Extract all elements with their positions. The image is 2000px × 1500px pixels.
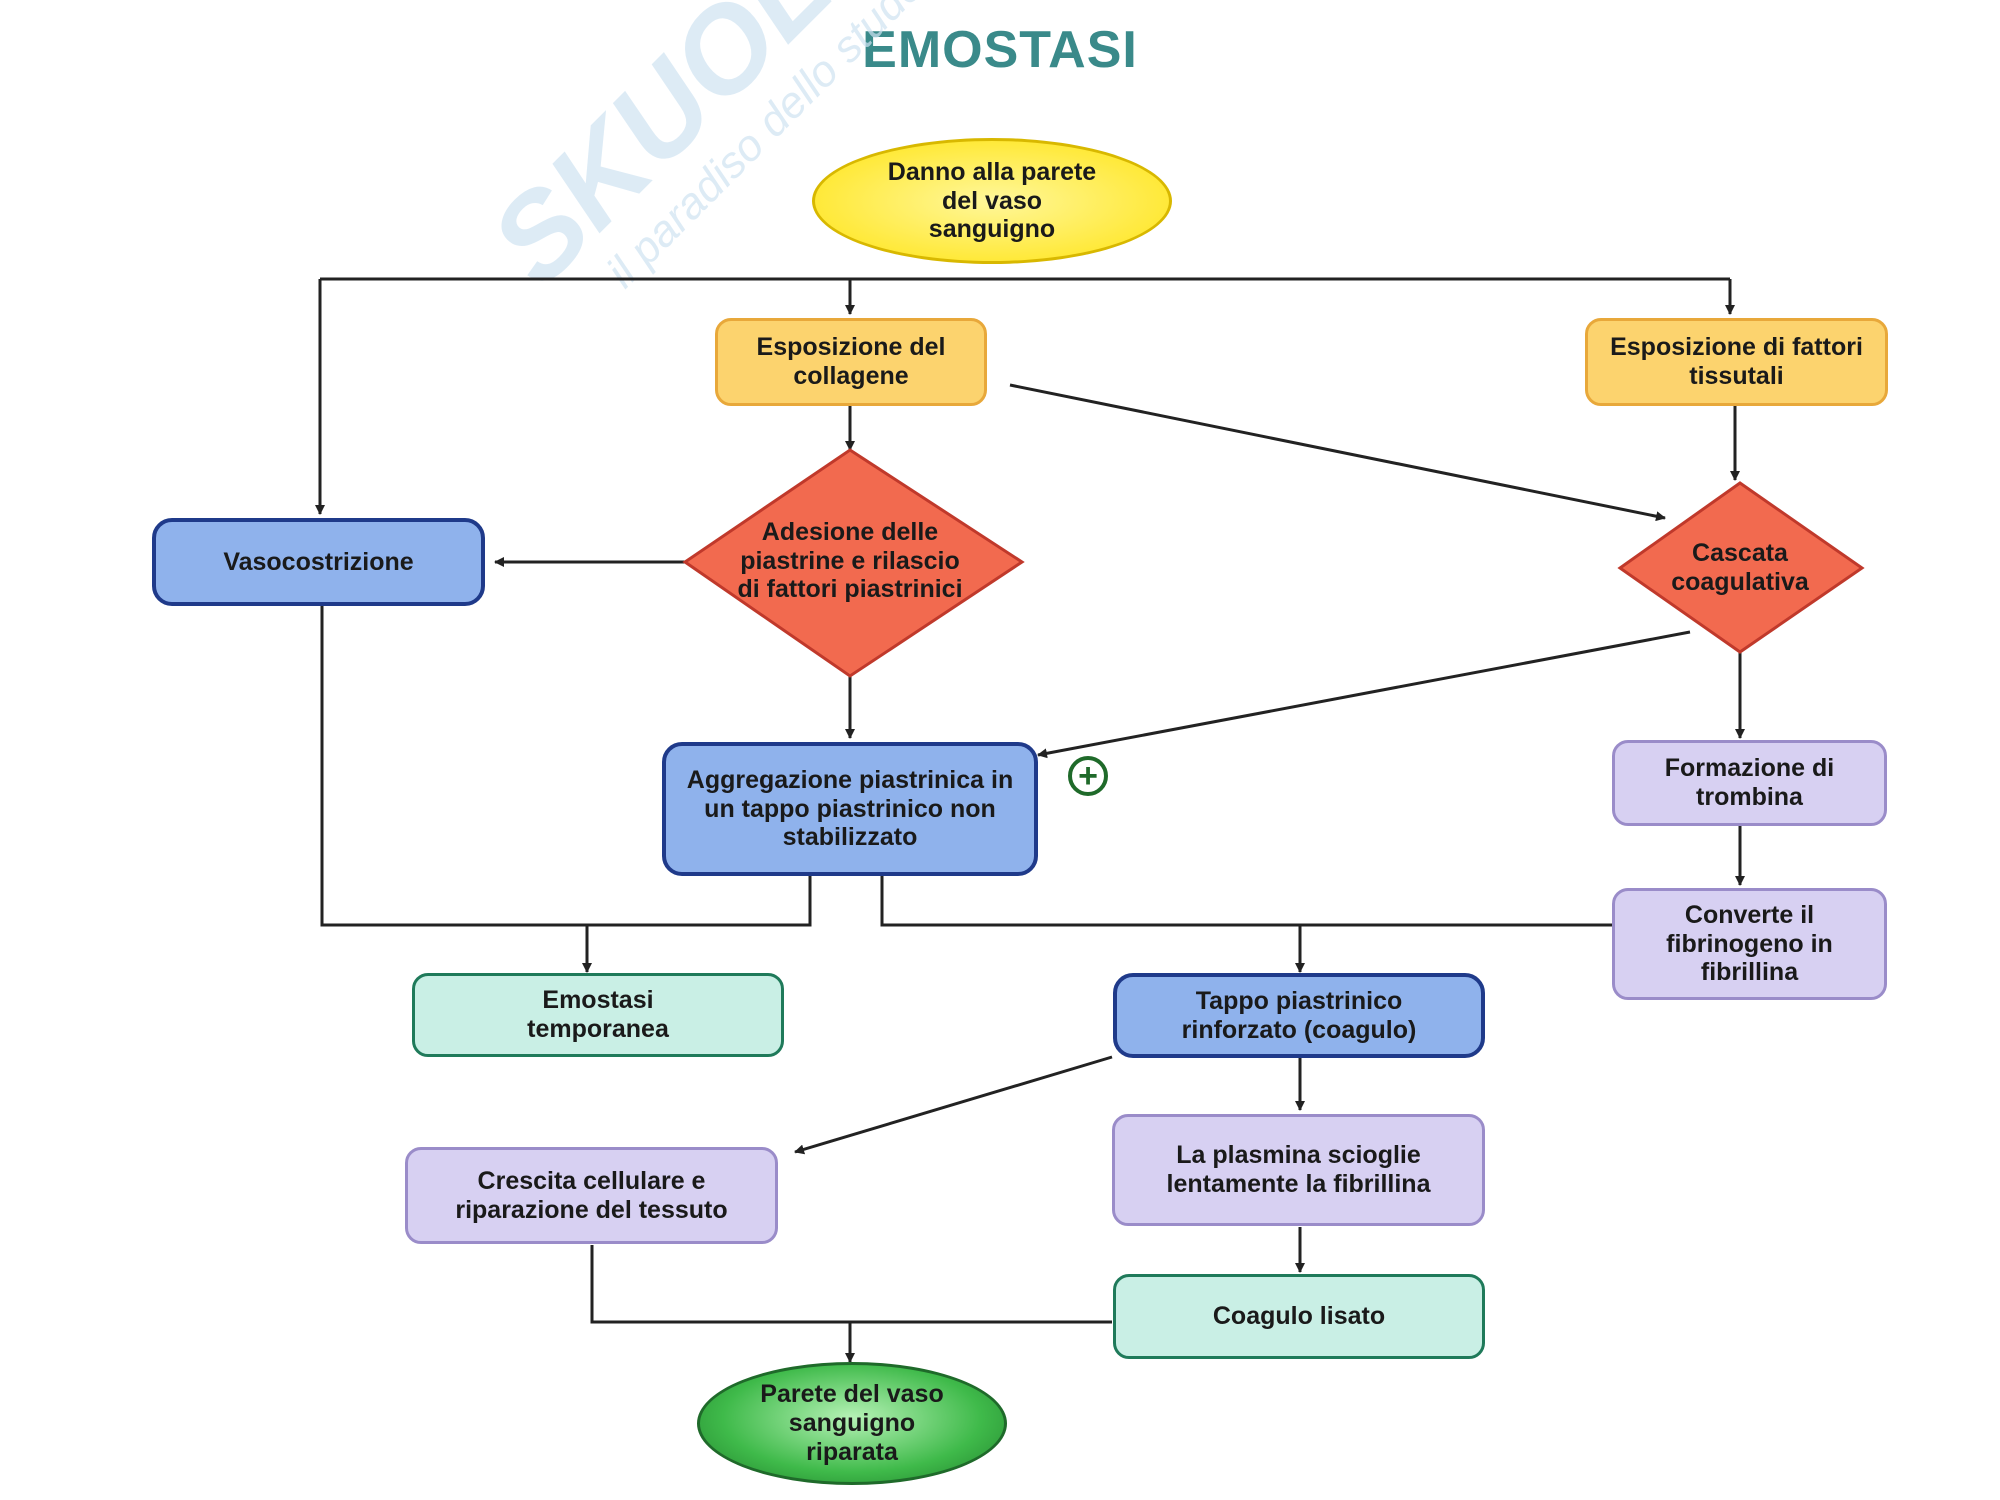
node-adesione: Adesione delle piastrine e rilascio di f… bbox=[737, 517, 963, 604]
node-emostasi-temporanea: Emostasi temporanea bbox=[412, 973, 784, 1057]
node-converte-fibrinogeno: Converte il fibrinogeno in fibrillina bbox=[1612, 888, 1887, 1000]
node-plasmina: La plasmina scioglie lentamente la fibri… bbox=[1112, 1114, 1485, 1226]
node-danno: Danno alla parete del vaso sanguigno bbox=[812, 138, 1172, 264]
node-crescita-cellulare: Crescita cellulare e riparazione del tes… bbox=[405, 1147, 778, 1244]
arrow-cascata-aggregazione bbox=[1037, 630, 1691, 759]
node-parete-riparata: Parete del vaso sanguigno riparata bbox=[697, 1362, 1007, 1485]
node-esposizione-fattori-tissutali: Esposizione di fattori tissutali bbox=[1585, 318, 1888, 406]
node-formazione-trombina: Formazione di trombina bbox=[1612, 740, 1887, 826]
connector-aggregazione-converte bbox=[880, 876, 1615, 927]
positive-feedback-icon: + bbox=[1068, 756, 1108, 796]
node-tappo-rinforzato: Tappo piastrinico rinforzato (coagulo) bbox=[1113, 973, 1485, 1058]
decision-adesione-shape bbox=[682, 448, 1025, 678]
decision-cascata-shape bbox=[1617, 481, 1865, 654]
node-aggregazione: Aggregazione piastrinica in un tappo pia… bbox=[662, 742, 1038, 876]
connector-crescita-lisato bbox=[590, 1245, 1112, 1324]
connector-vasocostrizione-down bbox=[320, 605, 812, 927]
node-esposizione-collagene: Esposizione del collagene bbox=[715, 318, 987, 406]
arrow-collagene-cascata bbox=[1009, 383, 1666, 522]
node-coagulo-lisato: Coagulo lisato bbox=[1113, 1274, 1485, 1359]
page-title: EMOSTASI bbox=[862, 21, 1138, 79]
node-cascata-coagulativa: Cascata coagulativa bbox=[1671, 539, 1809, 596]
node-vasocostrizione: Vasocostrizione bbox=[152, 518, 485, 606]
arrow-tappo-crescita bbox=[794, 1055, 1113, 1155]
